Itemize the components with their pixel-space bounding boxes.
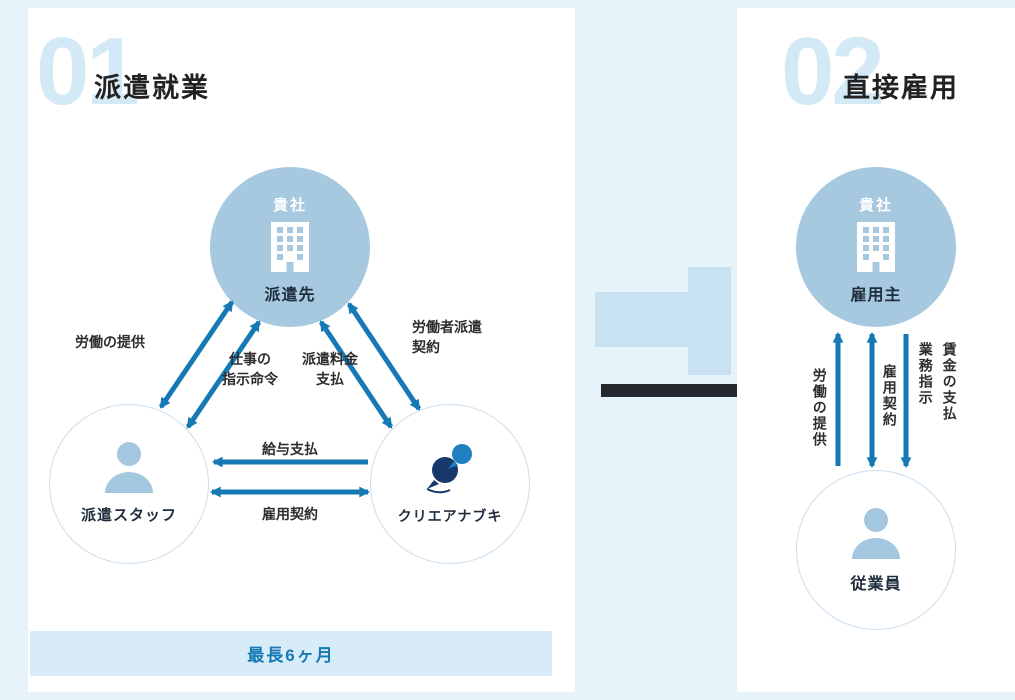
building-icon	[271, 222, 309, 272]
agency-label: クリエアナブキ	[397, 508, 503, 524]
step-number-02: 02	[781, 18, 885, 125]
employer-label: 雇用主	[850, 287, 902, 304]
dispatch-contract-label: 労働者派遣 契約	[412, 319, 482, 356]
max-duration-banner: 最長6ヶ月	[30, 631, 552, 676]
employee-label: 従業員	[850, 576, 902, 593]
client-company-label: 派遣先	[264, 287, 316, 304]
employment-contract-label: 雇用契約	[881, 364, 898, 428]
employment-contract-label: 雇用契約	[262, 506, 318, 522]
labor-provision-label: 労働の提供	[75, 334, 145, 350]
wage-payment-label: 賃金の支払 業務指示	[917, 342, 958, 422]
crea-anabuki-logo-icon	[426, 444, 472, 494]
agency-node: クリエアナブキ	[370, 404, 530, 564]
employer-company-tag: 貴社	[858, 197, 893, 214]
step-number-01: 01	[36, 18, 140, 125]
transition-dark-bar	[601, 384, 737, 397]
client-company-node: 貴社 派遣先	[210, 167, 370, 327]
transition-arrow-body	[595, 292, 689, 347]
person-icon	[105, 442, 153, 493]
dispatch-employment-panel: 01 派遣就業 貴社 派遣先	[28, 8, 575, 692]
person-icon	[852, 508, 900, 559]
dispatch-panel-title: 派遣就業	[94, 73, 210, 103]
client-company-tag: 貴社	[272, 197, 307, 214]
employee-node: 従業員	[796, 470, 956, 630]
dispatch-fee-label: 派遣料金 支払	[302, 351, 358, 388]
dispatch-staff-label: 派遣スタッフ	[80, 507, 177, 524]
labor-provision-label: 労働の提供	[811, 368, 828, 448]
direct-employment-panel: 02 直接雇用 貴社 雇用主	[737, 8, 1015, 692]
salary-payment-label: 給与支払	[262, 441, 318, 457]
dispatch-staff-node: 派遣スタッフ	[49, 404, 209, 564]
employer-node: 貴社 雇用主	[796, 167, 956, 327]
transition-arrow-head	[688, 267, 731, 375]
building-icon	[857, 222, 895, 272]
direct-panel-title: 直接雇用	[843, 73, 959, 103]
